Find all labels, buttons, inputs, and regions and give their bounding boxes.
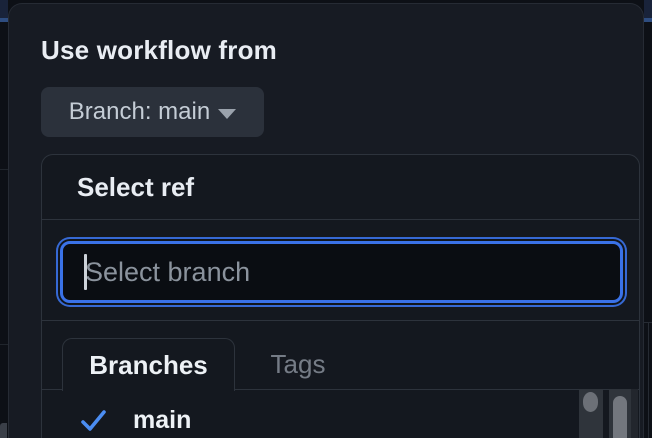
branch-list: main xyxy=(42,390,639,438)
check-icon xyxy=(81,410,106,431)
page-behind-divider-right xyxy=(644,322,652,323)
tab-tags[interactable]: Tags xyxy=(235,338,361,390)
run-workflow-dialog: Use workflow from Branch: main Select re… xyxy=(8,3,644,438)
branch-item-label: main xyxy=(133,406,192,434)
page-behind-header-right xyxy=(644,0,652,18)
ref-tabs: Branches Tags xyxy=(42,321,639,391)
list-scrollbar-track[interactable] xyxy=(579,389,603,438)
page-behind-border-right xyxy=(648,323,649,438)
text-cursor xyxy=(84,254,87,290)
tab-branches-label: Branches xyxy=(89,349,208,380)
panel-scrollbar-thumb[interactable] xyxy=(613,396,627,438)
ref-search-area xyxy=(42,220,639,321)
panel-scrollbar-track[interactable] xyxy=(609,389,631,438)
tab-branches[interactable]: Branches xyxy=(62,338,235,391)
ref-selector-header: Select ref xyxy=(42,155,639,220)
ref-selector-panel: Select ref Branches Tags ma xyxy=(41,154,640,438)
tab-tags-label: Tags xyxy=(270,348,326,379)
branch-selector-label: Branch: main xyxy=(68,98,211,125)
use-workflow-from-label: Use workflow from xyxy=(41,35,277,65)
page-behind-accent-line-right xyxy=(644,18,652,22)
scrollbar-gutter xyxy=(631,389,638,438)
page-behind-divider-left-2 xyxy=(0,344,8,345)
branch-selector-button[interactable]: Branch: main xyxy=(41,87,264,137)
page-behind-element-left xyxy=(0,423,7,438)
select-ref-title: Select ref xyxy=(77,171,195,202)
page-behind-accent-line-left xyxy=(0,18,8,22)
page-behind-header-left xyxy=(0,0,8,18)
list-scrollbar-thumb[interactable] xyxy=(583,392,598,412)
page-behind-divider-left-1 xyxy=(0,169,8,170)
branch-search-input[interactable] xyxy=(60,241,623,303)
caret-down-icon xyxy=(218,109,237,119)
branch-item-main[interactable]: main xyxy=(42,390,639,438)
